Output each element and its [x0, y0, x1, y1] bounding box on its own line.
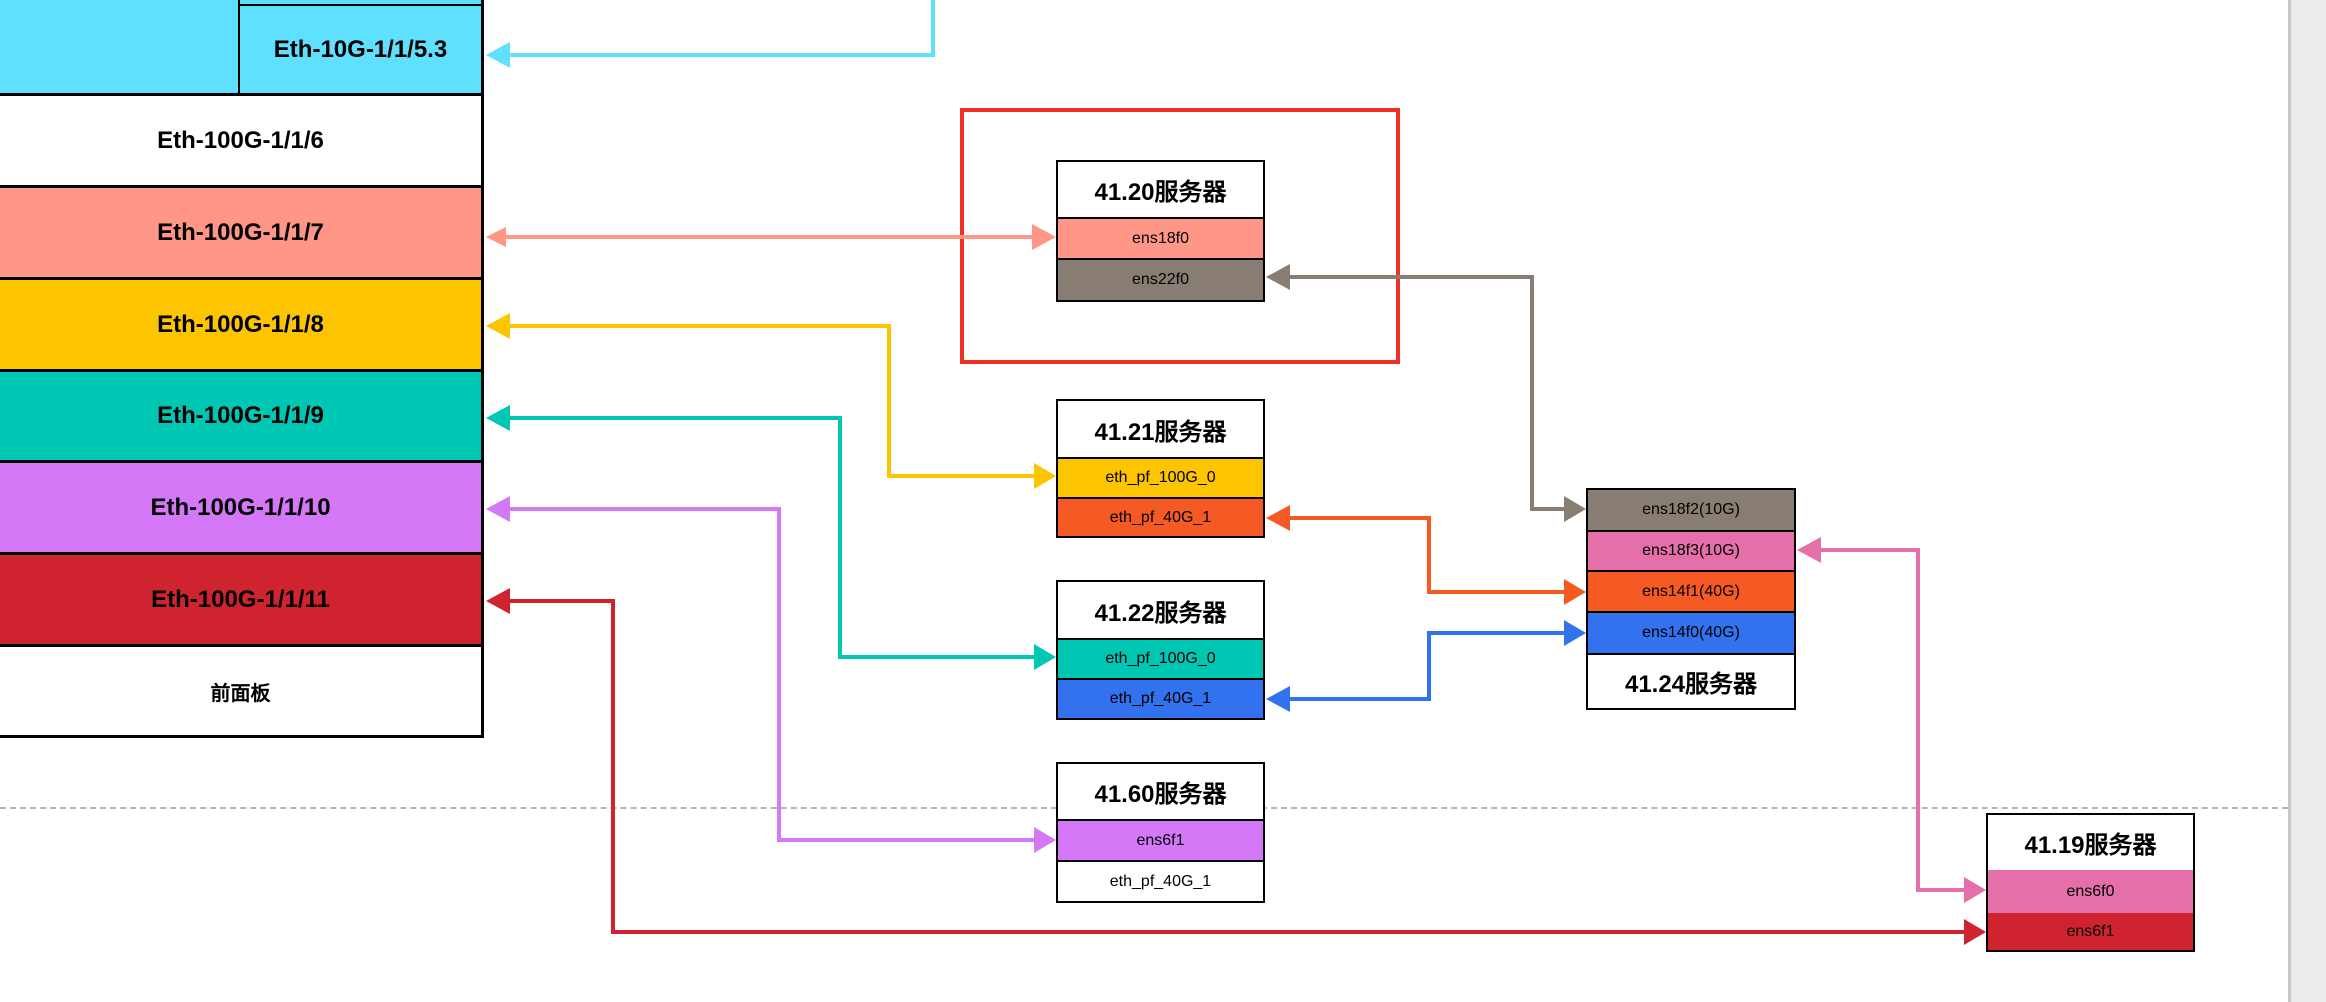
link-salmon — [486, 224, 1056, 250]
port-ens14f1[interactable]: ens14f1(40G) — [1588, 572, 1794, 613]
link-orange — [1266, 505, 1586, 605]
right-scroll-area — [2288, 0, 2326, 1002]
port-ens6f1[interactable]: ens6f1 — [1058, 821, 1263, 862]
server-title: 41.22服务器 — [1058, 582, 1263, 640]
server-title: 41.21服务器 — [1058, 401, 1263, 459]
port-eth-10g-5-3[interactable]: Eth-10G-1/1/5.3 — [273, 36, 448, 63]
port-eth-pf-40g-1[interactable]: eth_pf_40G_1 — [1058, 680, 1263, 718]
port-ens6f1[interactable]: ens6f1 — [1988, 913, 2193, 950]
port-eth-100g-11[interactable]: Eth-100G-1/1/11 — [0, 555, 484, 647]
port-row-cyan-group — [0, 0, 484, 96]
server-41-60[interactable]: 41.60服务器 ens6f1 eth_pf_40G_1 — [1056, 762, 1265, 903]
divider — [238, 0, 240, 96]
link-yellow — [486, 313, 1056, 489]
server-title: 41.60服务器 — [1058, 764, 1263, 821]
port-ens6f0[interactable]: ens6f0 — [1988, 870, 2193, 913]
link-cyan — [486, 0, 935, 68]
port-eth-pf-40g-1[interactable]: eth_pf_40G_1 — [1058, 499, 1263, 536]
server-41-24[interactable]: ens18f2(10G) ens18f3(10G) ens14f1(40G) e… — [1586, 488, 1796, 710]
front-panel-title: 前面板 — [0, 647, 484, 738]
link-teal — [486, 405, 1056, 670]
port-eth-100g-8[interactable]: Eth-100G-1/1/8 — [0, 280, 484, 372]
link-crimson — [486, 588, 1986, 945]
server-41-20[interactable]: 41.20服务器 ens18f0 ens22f0 — [1056, 160, 1265, 302]
server-41-19[interactable]: 41.19服务器 ens6f0 ens6f1 — [1986, 813, 2195, 952]
port-ens22f0[interactable]: ens22f0 — [1058, 260, 1263, 300]
divider — [238, 4, 484, 6]
port-ens18f2[interactable]: ens18f2(10G) — [1588, 490, 1794, 532]
port-ens18f3[interactable]: ens18f3(10G) — [1588, 532, 1794, 572]
port-eth-pf-100g-0[interactable]: eth_pf_100G_0 — [1058, 640, 1263, 680]
server-title: 41.24服务器 — [1588, 655, 1794, 708]
link-purple — [486, 496, 1056, 853]
port-eth-pf-40g-1[interactable]: eth_pf_40G_1 — [1058, 862, 1263, 901]
port-ens14f0[interactable]: ens14f0(40G) — [1588, 613, 1794, 655]
port-ens18f0[interactable]: ens18f0 — [1058, 219, 1263, 260]
port-eth-100g-10[interactable]: Eth-100G-1/1/10 — [0, 463, 484, 555]
port-eth-100g-6[interactable]: Eth-100G-1/1/6 — [0, 96, 484, 188]
server-title: 41.20服务器 — [1058, 162, 1263, 219]
link-gray — [1266, 264, 1586, 522]
port-eth-pf-100g-0[interactable]: eth_pf_100G_0 — [1058, 459, 1263, 499]
port-eth-100g-7[interactable]: Eth-100G-1/1/7 — [0, 188, 484, 280]
server-title: 41.19服务器 — [1988, 815, 2193, 870]
link-pink — [1797, 537, 1986, 903]
link-blue — [1266, 620, 1586, 712]
server-41-22[interactable]: 41.22服务器 eth_pf_100G_0 eth_pf_40G_1 — [1056, 580, 1265, 720]
server-41-21[interactable]: 41.21服务器 eth_pf_100G_0 eth_pf_40G_1 — [1056, 399, 1265, 538]
port-eth-100g-9[interactable]: Eth-100G-1/1/9 — [0, 372, 484, 463]
